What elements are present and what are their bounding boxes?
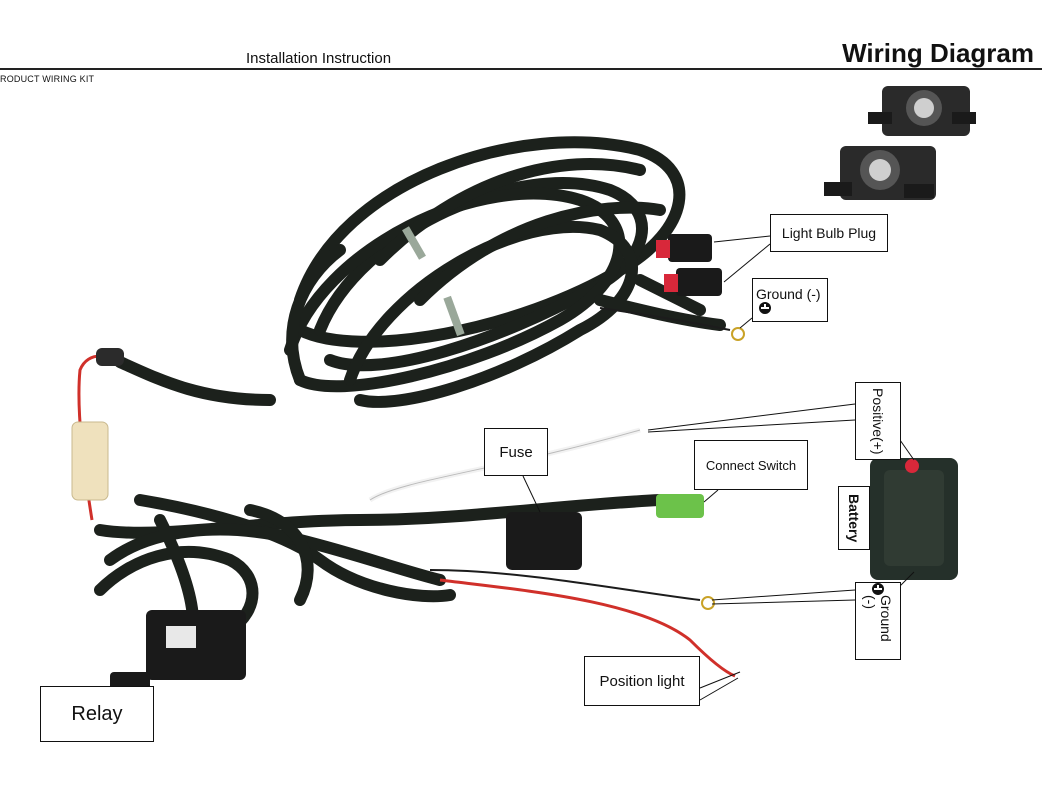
wiring-diagram-title: Wiring Diagram — [842, 38, 1034, 68]
relay-text: Relay — [71, 702, 123, 725]
installation-title: Installation Instruction — [246, 50, 392, 67]
position-light-text: Position light — [599, 672, 685, 690]
label-position-light: Position light — [584, 656, 700, 706]
label-battery: Battery — [838, 486, 870, 550]
light-bulb-plug-text: Light Bulb Plug — [781, 225, 877, 241]
header-divider — [0, 68, 1042, 70]
ground-wire-top — [599, 307, 731, 331]
inline-fuse-holder — [71, 421, 109, 501]
ground-top-text: Ground (-) — [756, 286, 821, 302]
zip-tie — [402, 226, 426, 260]
fog-light-housing-2 — [824, 146, 936, 200]
white-wire-outline — [369, 429, 641, 501]
label-fuse: Fuse — [484, 428, 548, 476]
fog-light-housing-1 — [868, 86, 976, 136]
label-light-bulb-plug: Light Bulb Plug — [770, 214, 888, 252]
fuse-box — [506, 512, 582, 570]
label-ground-top: Ground (-) — [752, 278, 828, 322]
switch-connector — [656, 494, 704, 518]
zip-tie — [443, 295, 465, 337]
fuse-text: Fuse — [499, 443, 533, 461]
connect-switch-text: Connect Switch — [705, 457, 797, 473]
ground-bottom-text: Ground (-) — [862, 594, 894, 642]
relay — [110, 610, 246, 694]
label-positive: Positive(+) — [855, 382, 901, 460]
label-ground-bottom: Ground (-) — [855, 582, 901, 660]
coiled-harness — [114, 136, 726, 408]
positive-text: Positive(+) — [870, 387, 886, 455]
header-subtitle: RODUCT WIRING KIT — [0, 74, 95, 84]
label-relay: Relay — [40, 686, 154, 742]
ground-symbol-icon — [759, 302, 771, 314]
label-connect-switch: Connect Switch — [694, 440, 808, 490]
battery — [870, 458, 958, 580]
red-wire-position — [439, 578, 736, 678]
ground-wire-bottom — [429, 569, 701, 601]
ground-symbol-icon — [872, 583, 884, 595]
battery-text: Battery — [846, 493, 862, 543]
light-bulb-plug — [656, 234, 722, 296]
pointer-lines — [117, 235, 915, 701]
